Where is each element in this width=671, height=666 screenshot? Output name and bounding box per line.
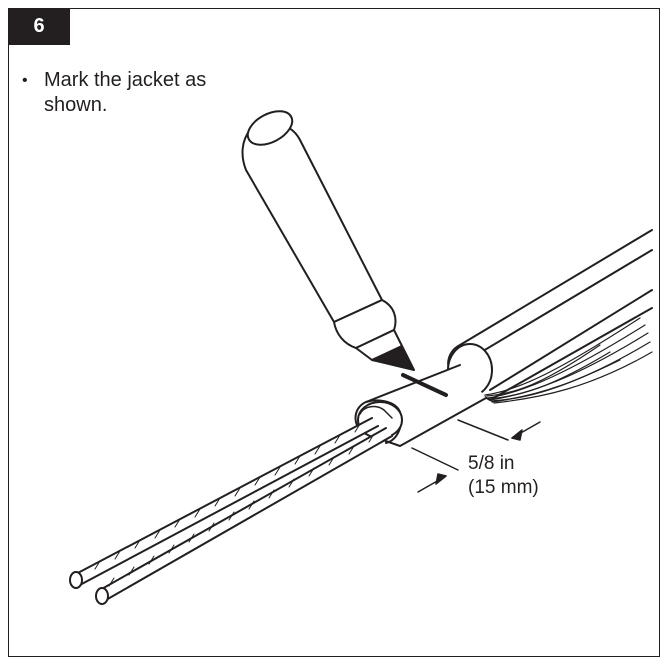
step-number: 6 (33, 15, 45, 37)
instruction-text: Mark the jacket as shown. (44, 69, 207, 116)
dimension-markers (411, 419, 541, 493)
marking-line (401, 373, 448, 397)
dimension-label: 5/8 in (15 mm) (468, 452, 558, 500)
braid-strands (484, 317, 653, 404)
marker-pen (241, 110, 415, 371)
figure-frame (8, 8, 660, 657)
conductor-strand-lines (94, 423, 375, 587)
dimension-metric: (15 mm) (468, 477, 539, 498)
step-number-badge: 6 (8, 8, 70, 45)
cable-jacket (447, 229, 653, 401)
dimension-imperial: 5/8 in (468, 453, 515, 474)
bullet-icon: • (22, 72, 28, 89)
conductor-wires (69, 417, 393, 605)
